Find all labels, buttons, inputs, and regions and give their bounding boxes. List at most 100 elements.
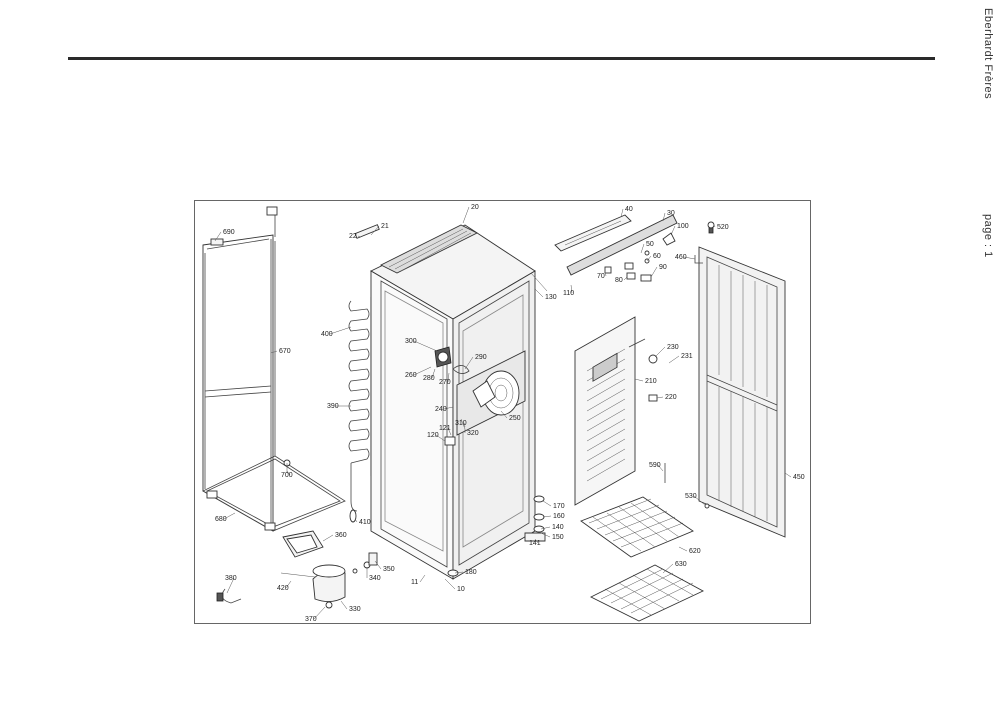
callout-label-21: 21 [381, 223, 389, 230]
callout-label-620: 620 [689, 548, 701, 555]
callout-label-230: 230 [667, 344, 679, 351]
callout-leader-121 [447, 427, 452, 436]
cabinet-body-part [354, 224, 548, 580]
callout-leader-90 [650, 266, 658, 278]
top-panel-part [554, 214, 714, 282]
callout-leader-220 [656, 396, 664, 399]
callout-leader-250 [500, 410, 508, 419]
callout-leader-690 [214, 231, 222, 242]
callout-label-30: 30 [667, 210, 675, 217]
callout-leader-630 [662, 563, 674, 574]
callout-leader-670 [270, 350, 278, 354]
header-rule [68, 57, 935, 60]
callout-label-460: 460 [675, 254, 687, 261]
callout-label-22: 22 [349, 233, 357, 240]
evaporator-plate-part [574, 316, 666, 506]
callout-labels: 1011202122304050607080901001101201211301… [214, 204, 805, 623]
callout-label-280: 280 [423, 375, 435, 382]
callout-leader-22 [357, 235, 362, 238]
callout-leader-150 [540, 532, 551, 538]
callout-label-20: 20 [471, 204, 479, 211]
callout-leader-160 [542, 515, 552, 518]
callout-label-170: 170 [553, 503, 565, 510]
callout-leader-120 [435, 434, 446, 442]
callout-leader-680 [223, 512, 236, 520]
callout-label-390: 390 [327, 403, 339, 410]
callout-label-670: 670 [279, 348, 291, 355]
callout-leader-210 [634, 378, 644, 382]
callout-label-270: 270 [439, 379, 451, 386]
callout-leader-300 [413, 340, 438, 352]
callout-label-330: 330 [349, 606, 361, 613]
callout-label-210: 210 [645, 378, 657, 385]
callout-label-141: 141 [529, 540, 541, 547]
callout-label-680: 680 [215, 516, 227, 523]
fan-assembly-part [434, 346, 526, 446]
callout-label-400: 400 [321, 331, 333, 338]
callout-label-90: 90 [659, 264, 667, 271]
callout-label-340: 340 [369, 575, 381, 582]
callout-label-410: 410 [359, 519, 371, 526]
callout-label-530: 530 [685, 493, 697, 500]
callout-label-450: 450 [793, 474, 805, 481]
callout-leader-240 [443, 406, 454, 410]
compressor-part [216, 530, 378, 609]
callout-leader-60 [646, 255, 652, 262]
callout-label-10: 10 [457, 586, 465, 593]
callout-leader-420 [285, 580, 292, 589]
callout-label-360: 360 [335, 532, 347, 539]
callout-leader-11 [419, 574, 426, 583]
callout-leader-100 [670, 225, 676, 236]
callout-leader-230 [654, 346, 666, 358]
callout-label-50: 50 [646, 241, 654, 248]
callout-leader-620 [678, 546, 688, 552]
callout-leader-30 [662, 212, 666, 222]
callout-label-140: 140 [552, 524, 564, 531]
callout-leader-700 [286, 470, 291, 476]
callout-label-180: 180 [465, 569, 477, 576]
callout-label-590: 590 [649, 462, 661, 469]
callout-label-420: 420 [277, 585, 289, 592]
callout-leader-110 [570, 284, 573, 294]
callout-leader-40 [620, 208, 624, 218]
callout-leader-270 [447, 372, 450, 383]
callout-leader-280 [431, 368, 436, 379]
callout-leader-450 [784, 472, 792, 478]
callout-leader-400 [329, 326, 352, 335]
callout-label-121: 121 [439, 425, 451, 432]
callout-label-520: 520 [717, 224, 729, 231]
callout-label-100: 100 [677, 223, 689, 230]
callout-leader-370 [313, 606, 326, 620]
callout-label-120: 120 [427, 432, 439, 439]
callout-label-40: 40 [625, 206, 633, 213]
callout-leader-141 [534, 538, 539, 544]
door-part [694, 221, 786, 538]
callout-leader-50 [640, 243, 645, 254]
callout-label-630: 630 [675, 561, 687, 568]
callout-label-231: 231 [681, 353, 693, 360]
callout-label-320: 320 [467, 430, 479, 437]
callout-label-300: 300 [405, 338, 417, 345]
callout-leader-231 [668, 355, 680, 364]
callout-label-310: 310 [455, 420, 467, 427]
callout-leader-410 [354, 518, 358, 523]
callout-label-160: 160 [553, 513, 565, 520]
brand-label: Eberhardt Frères [982, 8, 994, 100]
callout-leader-170 [542, 500, 552, 507]
callout-label-60: 60 [653, 253, 661, 260]
callout-label-110: 110 [563, 290, 574, 297]
callout-label-150: 150 [552, 534, 564, 541]
callout-leader-360 [322, 534, 334, 542]
callout-label-70: 70 [597, 273, 605, 280]
callout-leader-460 [683, 256, 696, 260]
wire-frame-part [202, 206, 346, 532]
callout-leader-350 [374, 560, 382, 570]
callout-label-80: 80 [615, 277, 623, 284]
callout-label-700: 700 [281, 472, 293, 479]
callout-label-11: 11 [411, 579, 418, 586]
callout-leader-330 [340, 600, 348, 610]
callout-leader-380 [226, 577, 235, 594]
callout-leader-80 [623, 276, 628, 281]
callout-leader-260 [413, 366, 432, 376]
